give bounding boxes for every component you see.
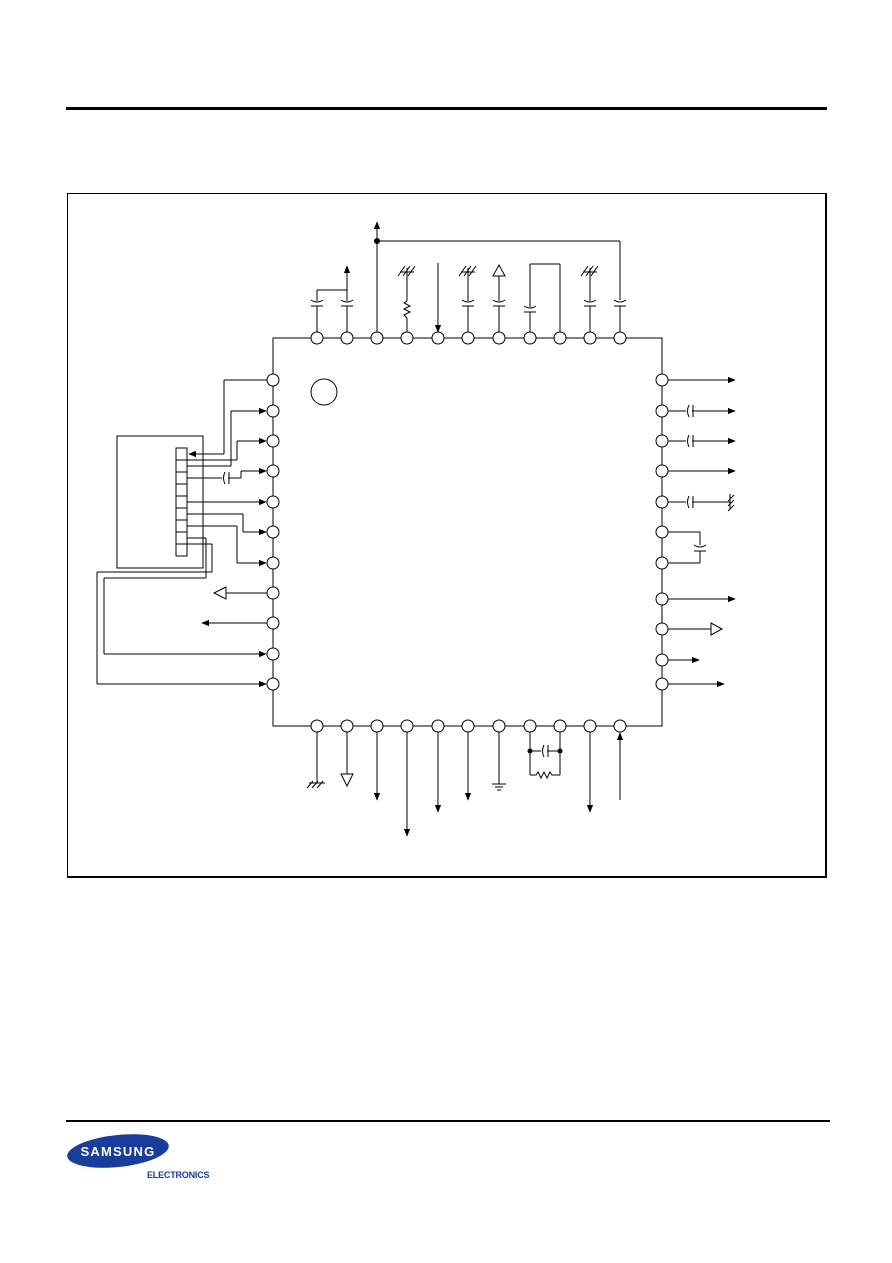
pin [492, 719, 506, 733]
top-wiring [310, 221, 627, 333]
pin [370, 719, 384, 733]
pin [523, 331, 537, 345]
pin [655, 464, 669, 478]
pin [266, 525, 280, 539]
pin [655, 556, 669, 570]
pin [266, 586, 280, 600]
pin [461, 719, 475, 733]
diagram-frame [67, 193, 827, 878]
pin [310, 331, 324, 345]
pin [266, 616, 280, 630]
pin [266, 404, 280, 418]
pin [431, 719, 445, 733]
bottom-wiring [306, 732, 624, 837]
top-pin-row [310, 331, 627, 345]
bottom-pin-row [310, 719, 627, 733]
right-pin-row [655, 373, 669, 691]
pin [613, 331, 627, 345]
pin [266, 647, 280, 661]
pin [655, 495, 669, 509]
pin [266, 556, 280, 570]
header-rule [66, 107, 827, 110]
pin [613, 719, 627, 733]
pin [655, 677, 669, 691]
footer-rule [66, 1120, 830, 1122]
chip-body [272, 337, 663, 727]
pin [492, 331, 506, 345]
pin [400, 331, 414, 345]
pin [655, 622, 669, 636]
brand-division: ELECTRONICS [147, 1170, 210, 1180]
pin [655, 434, 669, 448]
left-pin-row [266, 373, 280, 691]
pin [655, 592, 669, 606]
pin [655, 373, 669, 387]
right-wiring [668, 376, 736, 688]
pin [400, 719, 414, 733]
pin [266, 434, 280, 448]
pin [431, 331, 445, 345]
samsung-logo: SAMSUNG [67, 1134, 169, 1168]
pin [583, 719, 597, 733]
pin [655, 404, 669, 418]
pin [266, 464, 280, 478]
pin [340, 719, 354, 733]
pin1-index-mark [310, 378, 338, 406]
pin [523, 719, 537, 733]
pin [340, 331, 354, 345]
pin [655, 653, 669, 667]
pin [655, 525, 669, 539]
pin [461, 331, 475, 345]
pin [583, 331, 597, 345]
logo-wordmark: SAMSUNG [81, 1144, 156, 1159]
pin [266, 495, 280, 509]
left-wiring [96, 379, 267, 688]
pin [310, 719, 324, 733]
pin [266, 373, 280, 387]
pin [266, 677, 280, 691]
pin [553, 719, 567, 733]
pin [553, 331, 567, 345]
pin [370, 331, 384, 345]
